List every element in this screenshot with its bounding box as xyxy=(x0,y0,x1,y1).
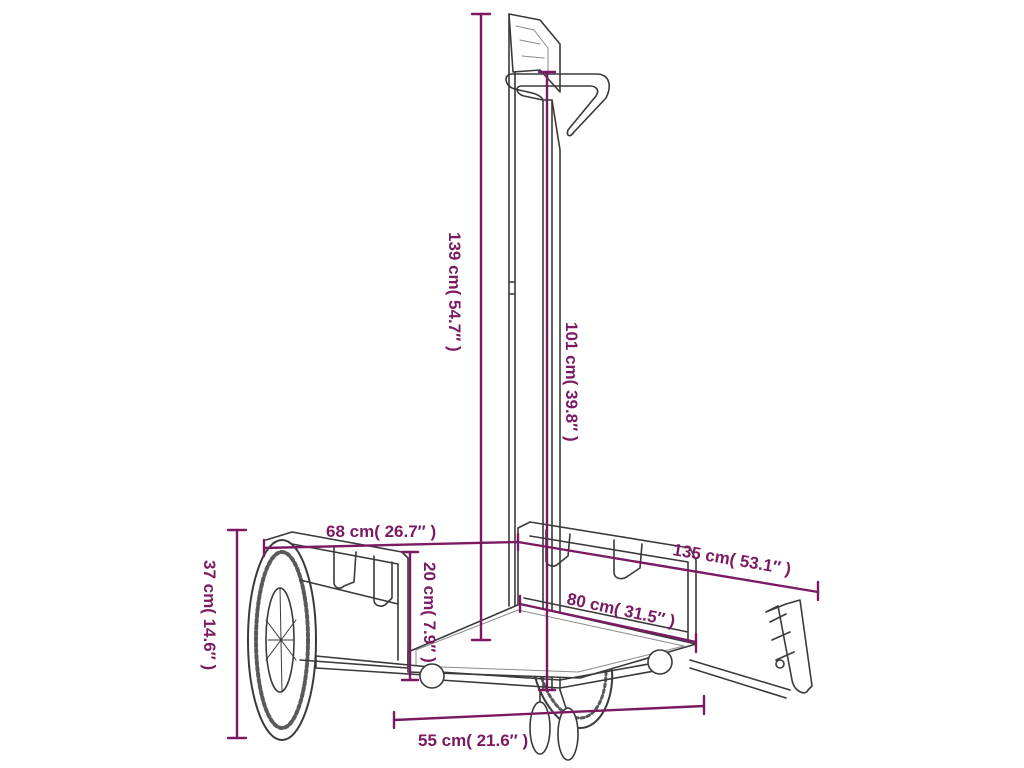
bike-trailer-drawing xyxy=(247,13,813,761)
dimension-inner-width-line xyxy=(392,694,706,730)
tow-hitch xyxy=(765,599,813,694)
label-total-length: 135 cm( 53.1″ ) xyxy=(671,540,792,578)
label-wheel-height: 37 cm( 14.6″ ) xyxy=(200,560,219,670)
label-inner-depth: 20 cm( 7.9″ ) xyxy=(420,562,439,663)
left-wheel xyxy=(247,539,317,741)
dimension-wheel-height-line xyxy=(226,528,248,740)
dimension-inner-length-line xyxy=(518,594,698,654)
dimension-lines xyxy=(226,12,820,740)
right-side-panel xyxy=(517,521,697,645)
left-side-panel xyxy=(265,531,409,669)
label-body-width: 68 cm( 26.7″ ) xyxy=(326,522,436,541)
label-total-height: 139 cm( 54.7″ ) xyxy=(445,232,464,352)
right-wheel xyxy=(533,669,614,729)
dimension-handle-height-line xyxy=(537,70,557,692)
dimension-inner-depth-line xyxy=(400,550,420,682)
chassis xyxy=(315,649,791,699)
flag-pole xyxy=(508,13,516,607)
flag xyxy=(508,13,561,93)
stroller-wheels xyxy=(529,689,579,761)
label-inner-width: 55 cm( 21.6″ ) xyxy=(418,731,528,750)
dimension-total-height-line xyxy=(470,12,492,642)
label-handle-height: 101 cm( 39.8″ ) xyxy=(562,322,581,442)
dimension-total-length-line xyxy=(516,540,820,602)
